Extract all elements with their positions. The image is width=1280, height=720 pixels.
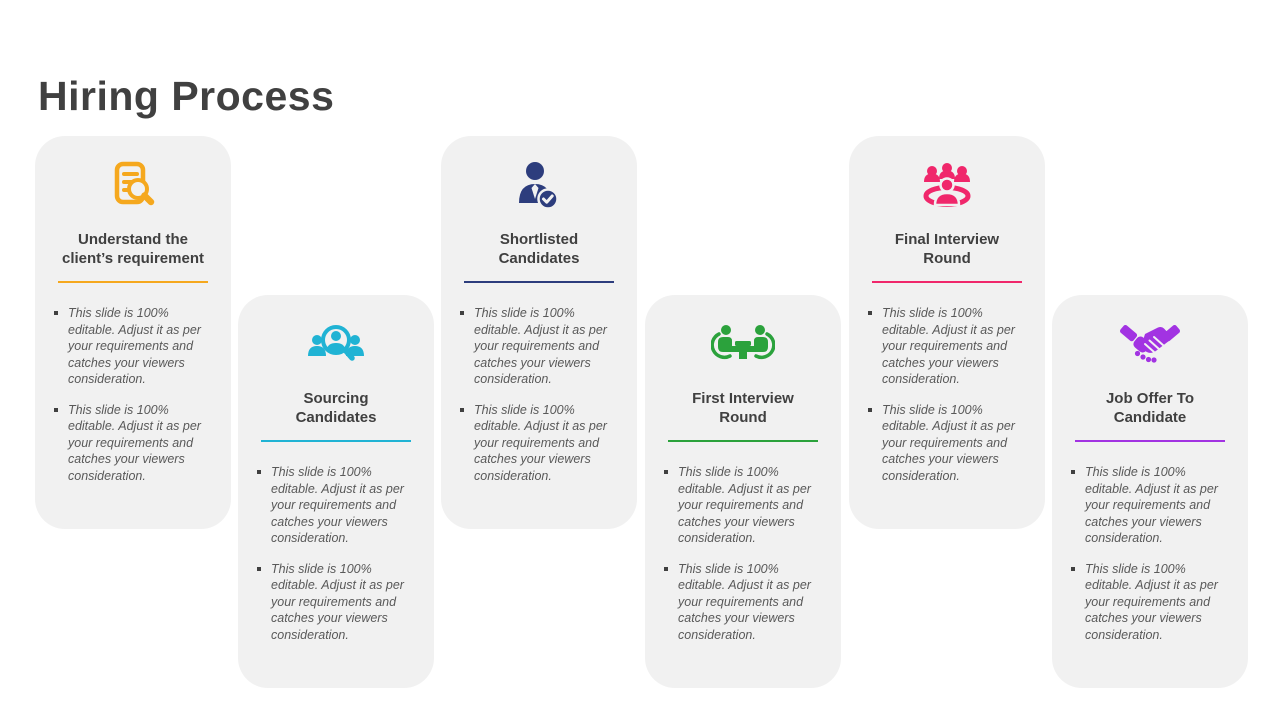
list-item: This slide is 100% editable. Adjust it a… [662, 561, 824, 644]
bullet-list: This slide is 100% editable. Adjust it a… [458, 305, 620, 498]
list-item: This slide is 100% editable. Adjust it a… [1069, 561, 1231, 644]
person-check-icon [507, 158, 571, 214]
list-item: This slide is 100% editable. Adjust it a… [458, 402, 620, 485]
bullet-marker [460, 407, 464, 412]
title-underline [464, 281, 614, 283]
card-first-interview: First Interview Round This slide is 100%… [645, 295, 841, 688]
bullet-list: This slide is 100% editable. Adjust it a… [866, 305, 1028, 498]
card-title: Sourcing Candidates [295, 390, 377, 426]
list-item: This slide is 100% editable. Adjust it a… [866, 305, 1028, 388]
card-shortlisted-candidates: Shortlisted Candidates This slide is 100… [441, 136, 637, 529]
bullet-marker [460, 311, 464, 315]
bullet-marker [868, 311, 872, 315]
title-underline [1075, 440, 1225, 442]
card-final-interview: Final Interview Round This slide is 100%… [849, 136, 1045, 529]
list-item: This slide is 100% editable. Adjust it a… [52, 402, 214, 485]
card-sourcing-candidates: Sourcing Candidates This slide is 100% e… [238, 295, 434, 688]
bullet-list: This slide is 100% editable. Adjust it a… [255, 464, 417, 657]
card-understand-requirement: Understand the client’s requirement This… [35, 136, 231, 529]
list-item: This slide is 100% editable. Adjust it a… [255, 561, 417, 644]
card-title: Shortlisted Candidates [498, 231, 580, 267]
list-item: This slide is 100% editable. Adjust it a… [255, 464, 417, 547]
title-underline [872, 281, 1022, 283]
bullet-marker [257, 566, 261, 571]
card-title: Job Offer To Candidate [1105, 390, 1195, 426]
card-title: Final Interview Round [894, 231, 1000, 267]
bullet-marker [1071, 470, 1075, 474]
page-title: Hiring Process [38, 73, 335, 120]
document-search-icon [101, 158, 165, 214]
panel-meeting-icon [915, 158, 979, 214]
card-title: Understand the client’s requirement [62, 231, 204, 267]
list-item: This slide is 100% editable. Adjust it a… [458, 305, 620, 388]
bullet-list: This slide is 100% editable. Adjust it a… [662, 464, 824, 657]
bullet-list: This slide is 100% editable. Adjust it a… [52, 305, 214, 498]
list-item: This slide is 100% editable. Adjust it a… [866, 402, 1028, 485]
bullet-marker [1071, 566, 1075, 571]
bullet-marker [664, 470, 668, 474]
list-item: This slide is 100% editable. Adjust it a… [52, 305, 214, 388]
bullet-marker [54, 407, 58, 412]
bullet-marker [868, 407, 872, 412]
list-item: This slide is 100% editable. Adjust it a… [662, 464, 824, 547]
bullet-marker [664, 566, 668, 571]
handshake-icon [1118, 317, 1182, 373]
bullet-list: This slide is 100% editable. Adjust it a… [1069, 464, 1231, 657]
bullet-marker [257, 470, 261, 474]
interview-table-icon [711, 317, 775, 373]
title-underline [261, 440, 411, 442]
people-search-icon [304, 317, 368, 373]
bullet-marker [54, 311, 58, 315]
card-job-offer: Job Offer To Candidate This slide is 100… [1052, 295, 1248, 688]
title-underline [668, 440, 818, 442]
card-title: First Interview Round [692, 390, 794, 426]
list-item: This slide is 100% editable. Adjust it a… [1069, 464, 1231, 547]
title-underline [58, 281, 208, 283]
